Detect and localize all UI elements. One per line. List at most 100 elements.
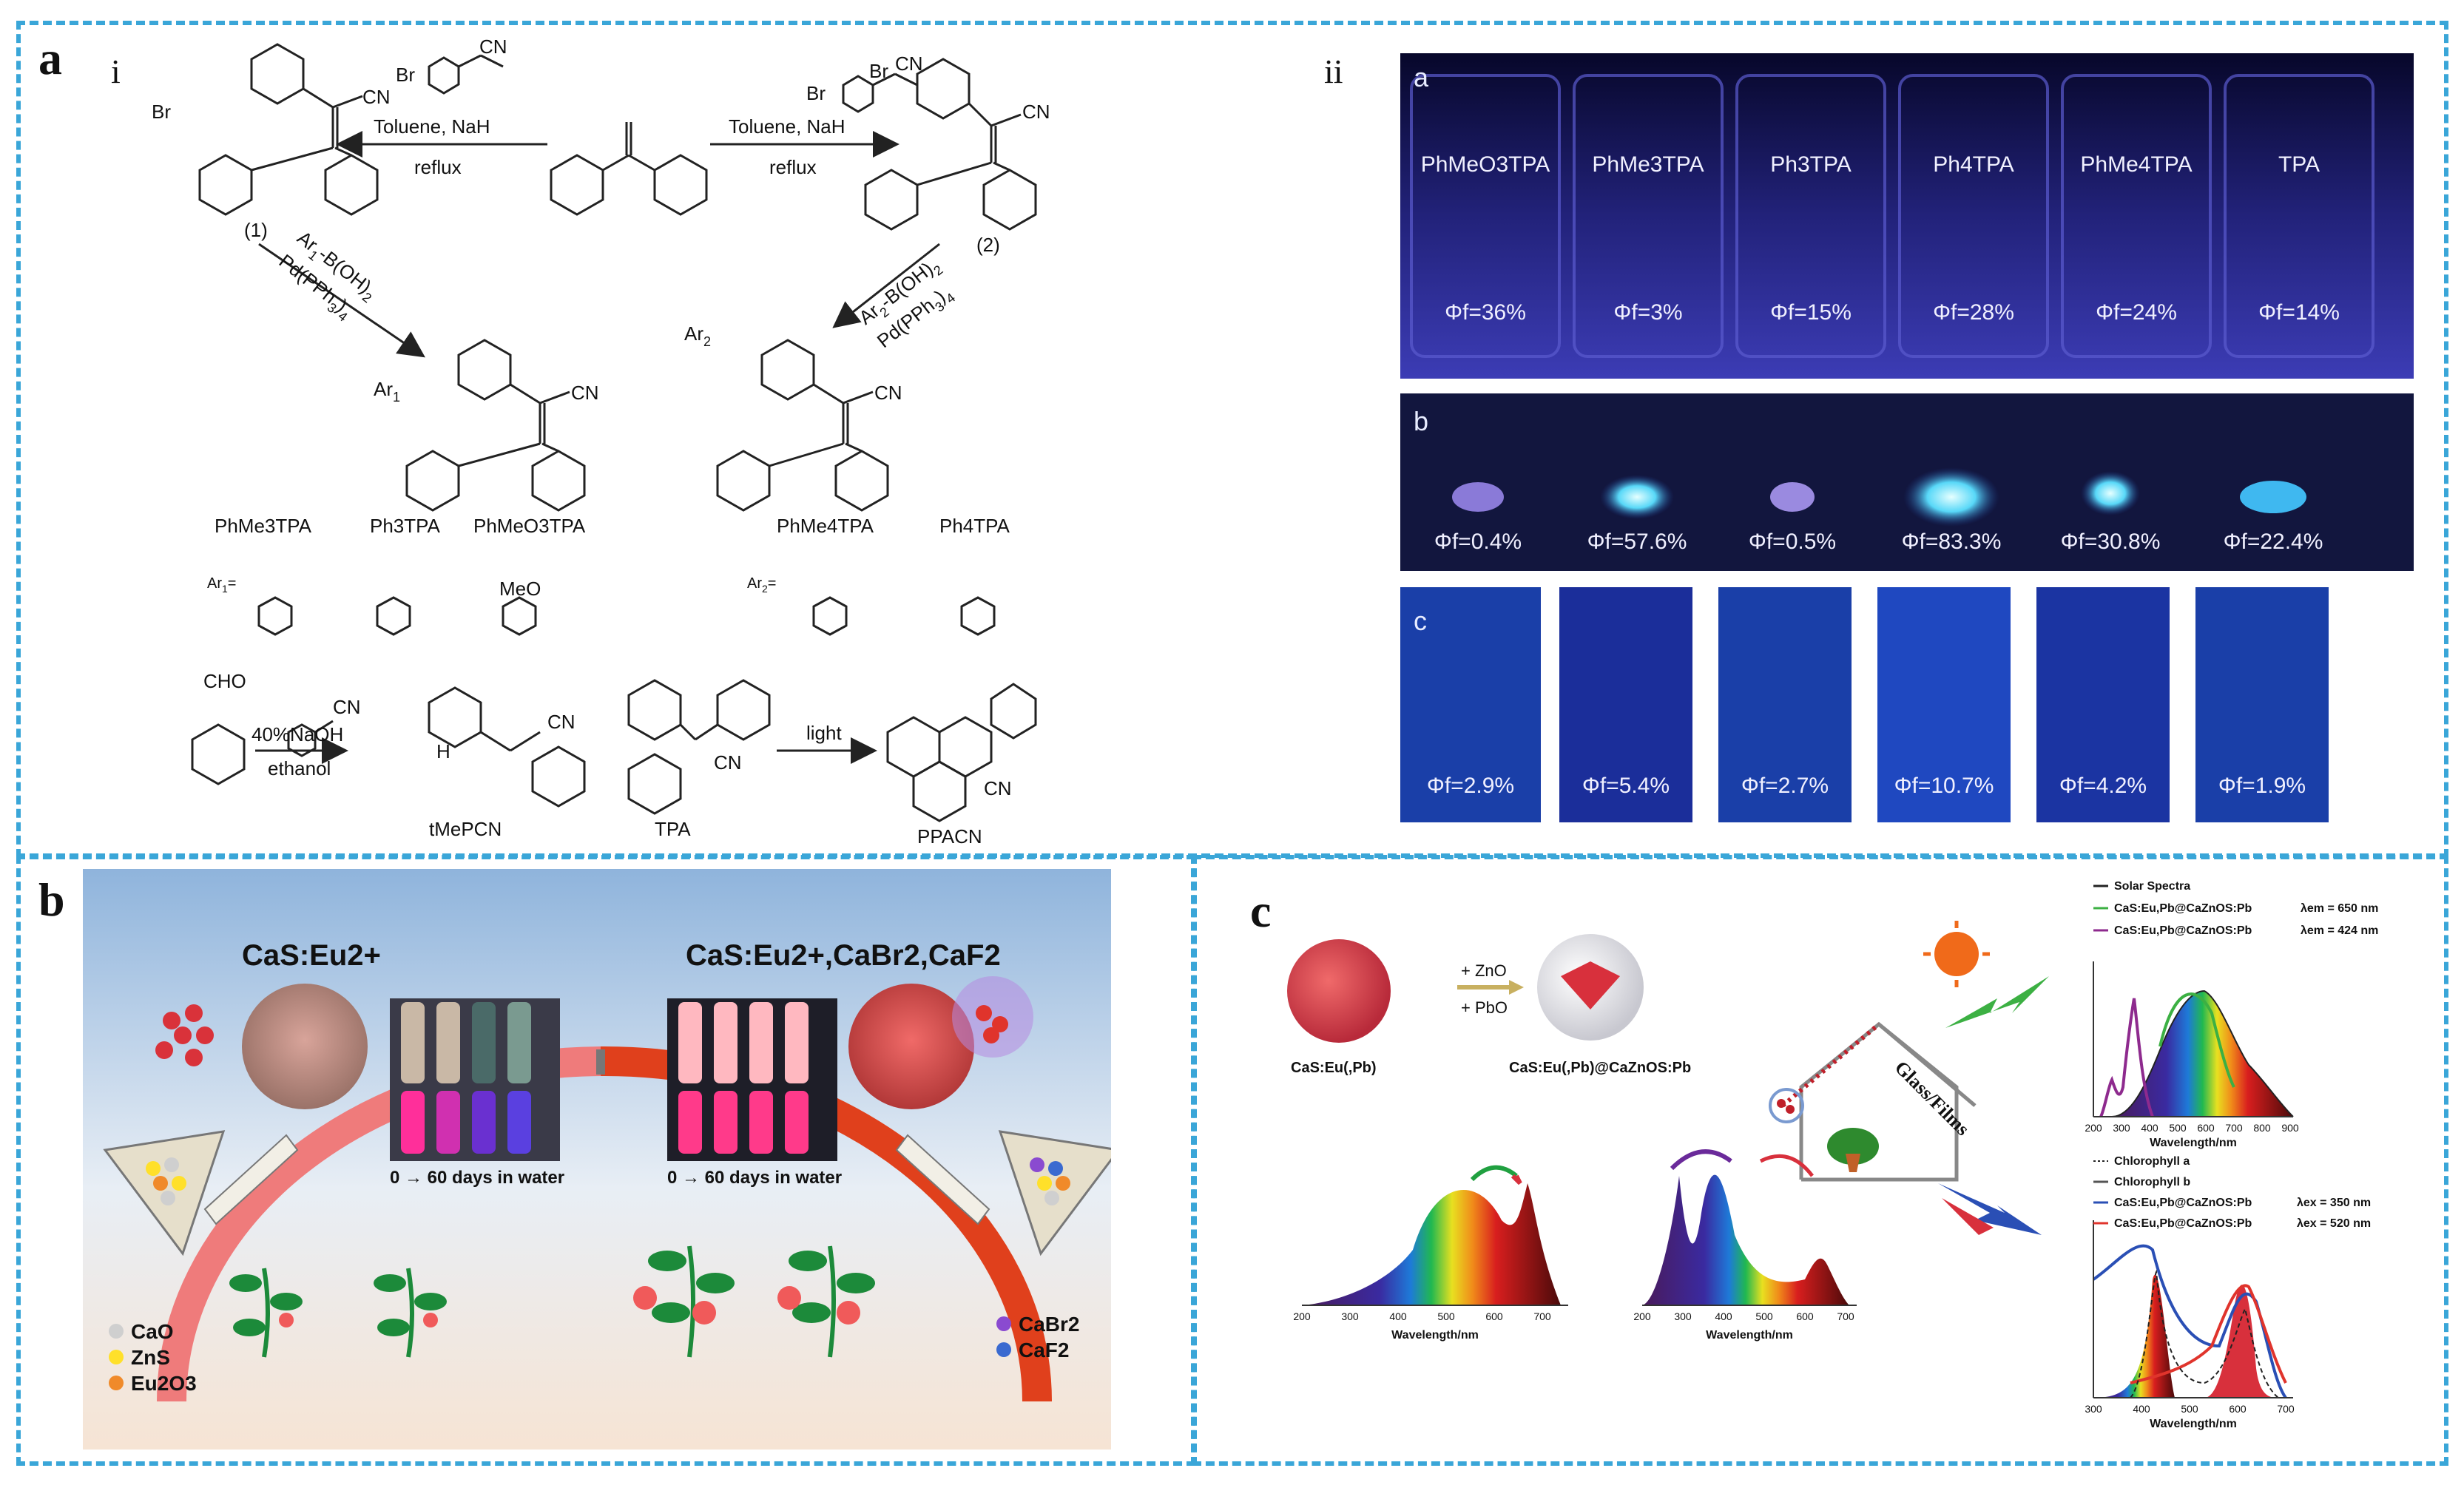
- sl-tick-4: 600: [1485, 1310, 1503, 1322]
- lt-2s: λem = 424 nm: [2301, 924, 2378, 937]
- rt-tick-2: 400: [2141, 1122, 2158, 1134]
- reflux-left: reflux: [414, 156, 462, 178]
- sm-tick-0: 200: [1633, 1310, 1651, 1322]
- sm-tick-3: 500: [1755, 1310, 1773, 1322]
- right-top-spectrum: [2093, 961, 2294, 1117]
- reagent-left: Toluene, NaH: [374, 115, 490, 138]
- lb-1: Chlorophyll b: [2114, 1176, 2190, 1188]
- rb-tick-3: 600: [2229, 1403, 2247, 1415]
- a-phi-3: Φf=28%: [1933, 300, 2014, 325]
- cmpd1-label: (1): [244, 219, 268, 241]
- panel-label-a-ii: ii: [1324, 53, 1343, 90]
- days-left: 0 → 60 days in water: [390, 1168, 564, 1188]
- cn-label-5: CN: [571, 382, 599, 404]
- sub-name-2: PhMeO3TPA: [473, 515, 586, 537]
- c-phi-5: Φf=1.9%: [2218, 774, 2306, 798]
- sl-tick-0: 200: [1293, 1310, 1311, 1322]
- plus-zno: + ZnO: [1461, 961, 1507, 980]
- cho-label: CHO: [203, 670, 246, 692]
- frame-panel-c: [1192, 855, 2448, 1466]
- tpa-label: TPA: [655, 818, 691, 840]
- lt-2: CaS:Eu,Pb@CaZnOS:Pb: [2114, 924, 2252, 937]
- sl-tick-2: 400: [1389, 1310, 1407, 1322]
- lb-2: CaS:Eu,Pb@CaZnOS:Pb: [2114, 1197, 2252, 1209]
- days-right: 0 → 60 days in water: [667, 1168, 842, 1188]
- a-name-5: TPA: [2278, 152, 2320, 177]
- lt-1: CaS:Eu,Pb@CaZnOS:Pb: [2114, 902, 2252, 915]
- photo-a-bg: [1400, 53, 2414, 379]
- a-name-2: Ph3TPA: [1770, 152, 1852, 177]
- reaction-scheme: Toluene, NaH reflux Toluene, NaH reflux …: [152, 35, 1050, 848]
- sub-name-1: Ph3TPA: [370, 515, 441, 537]
- c-phi-0: Φf=2.9%: [1427, 774, 1514, 798]
- lt-0: Solar Spectra: [2114, 880, 2190, 893]
- cn-label-6: CN: [874, 382, 902, 404]
- b-phi-0: Φf=0.4%: [1434, 530, 1522, 554]
- cn-label-9: CN: [714, 751, 742, 774]
- a-phi-1: Φf=3%: [1613, 300, 1682, 325]
- rt-tick-3: 500: [2169, 1122, 2187, 1134]
- a-phi-0: Φf=36%: [1445, 300, 1526, 325]
- a-phi-2: Φf=15%: [1770, 300, 1852, 325]
- sl-tick-3: 500: [1437, 1310, 1455, 1322]
- lt-1s: λem = 650 nm: [2301, 902, 2378, 915]
- right-bottom-spectrum: [2092, 1220, 2293, 1399]
- lb-3: CaS:Eu,Pb@CaZnOS:Pb: [2114, 1217, 2252, 1230]
- photo-b-bg: [1400, 393, 2414, 571]
- b-phi-5: Φf=22.4%: [2224, 530, 2323, 554]
- rt-tick-6: 800: [2253, 1122, 2271, 1134]
- b-phi-2: Φf=0.5%: [1749, 530, 1836, 554]
- cn-label-1: CN: [362, 86, 391, 108]
- plus-pbo: + PbO: [1461, 998, 1508, 1017]
- cn-label-7: CN: [333, 696, 361, 718]
- sl-tick-1: 300: [1341, 1310, 1359, 1322]
- sl-tick-5: 700: [1533, 1310, 1551, 1322]
- reflux-right: reflux: [769, 156, 817, 178]
- legend-caf2: CaF2: [1019, 1339, 1069, 1361]
- br-label-2: Br: [869, 60, 888, 82]
- photo-b-label: b: [1414, 406, 1428, 436]
- small-spectrum-middle: [1642, 1149, 1857, 1306]
- naoh-label: 40%NaOH: [252, 723, 343, 745]
- b-phi-1: Φf=57.6%: [1587, 530, 1687, 554]
- a-name-3: Ph4TPA: [1933, 152, 2014, 177]
- cmpd2-label: (2): [976, 234, 1000, 256]
- ar2-label: Ar2: [684, 322, 711, 349]
- lb-2s: λex = 350 nm: [2297, 1197, 2371, 1209]
- ethanol-label: ethanol: [268, 757, 331, 779]
- photo-c-label: c: [1414, 606, 1427, 636]
- panel-label-a: a: [38, 32, 62, 84]
- a-phi-4: Φf=24%: [2096, 300, 2177, 325]
- light-label: light: [806, 722, 842, 744]
- sm-tick-2: 400: [1715, 1310, 1732, 1322]
- legend-cabr2: CaBr2: [1019, 1313, 1079, 1336]
- sub-name-4: Ph4TPA: [939, 515, 1010, 537]
- panel-c-illustration: + ZnO + PbO CaS:Eu(,Pb) CaS:Eu(,Pb)@CaZn…: [1287, 880, 2378, 1430]
- legend-cao: CaO: [131, 1320, 174, 1343]
- rb-tick-4: 700: [2277, 1403, 2295, 1415]
- rb-tick-0: 300: [2085, 1403, 2102, 1415]
- sub-name-3: PhMe4TPA: [777, 515, 874, 537]
- sm-tick-4: 600: [1796, 1310, 1814, 1322]
- c-phi-3: Φf=10.7%: [1894, 774, 1994, 798]
- small-xlabel-left: Wavelength/nm: [1391, 1329, 1479, 1342]
- panel-b-illustration: CaO ZnS Eu2O3 CaBr2 CaF2 0 → 60 days in …: [83, 869, 1111, 1450]
- lb-0: Chlorophyll a: [2114, 1155, 2190, 1168]
- c-phi-1: Φf=5.4%: [1582, 774, 1670, 798]
- cn-label-3: CN: [479, 35, 507, 58]
- br-label-4: Br: [806, 82, 826, 104]
- ar1-eq: Ar1=: [207, 575, 236, 595]
- tmepcn-label: tMePCN: [429, 818, 502, 840]
- rt-tick-1: 300: [2113, 1122, 2130, 1134]
- rb-tick-1: 400: [2133, 1403, 2150, 1415]
- cn-label-8: CN: [547, 711, 576, 733]
- ppacn-label: PPACN: [917, 825, 982, 848]
- sm-tick-5: 700: [1837, 1310, 1854, 1322]
- legend-eu2o3: Eu2O3: [131, 1372, 197, 1395]
- a-name-1: PhMe3TPA: [1592, 152, 1704, 177]
- rt-tick-5: 700: [2225, 1122, 2243, 1134]
- b-phi-3: Φf=83.3%: [1902, 530, 2002, 554]
- rt-tick-0: 200: [2085, 1122, 2102, 1134]
- panel-label-b: b: [38, 873, 65, 926]
- h-label: H: [436, 740, 450, 762]
